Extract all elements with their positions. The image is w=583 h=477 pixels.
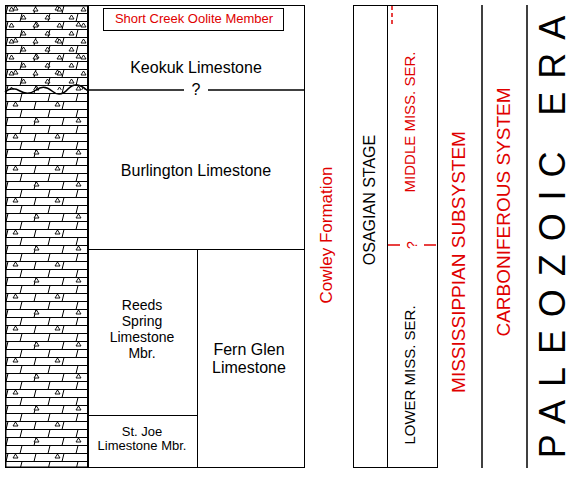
unit-name: LOWER MISS. SER.	[401, 305, 418, 444]
unit-name: St. Joe Limestone Mbr.	[90, 425, 194, 455]
era-label: PALEOZOIC ERA	[532, 3, 573, 471]
unit-name: Reeds Spring Limestone Mbr.	[105, 297, 179, 361]
column-divider	[481, 5, 483, 468]
member-cell: Reeds Spring Limestone Mbr.	[88, 250, 198, 416]
limestone-pattern	[5, 5, 88, 468]
unit-name: Burlington Limestone	[121, 162, 271, 180]
unit-name: MIDDLE MISS. SER.	[401, 52, 418, 193]
member-cell: St. Joe Limestone Mbr.	[88, 415, 198, 469]
formation-cell: Burlington Limestone	[88, 90, 305, 250]
unit-name: OSAGIAN STAGE	[361, 135, 379, 265]
chert-pattern	[5, 5, 88, 90]
unit-name: Keokuk Limestone	[130, 59, 262, 77]
column-divider	[526, 5, 528, 468]
formation-label: Cowley Formation	[317, 167, 337, 304]
lithology-column	[5, 5, 88, 468]
system-label: CARBONIFEROUS SYSTEM	[493, 87, 515, 336]
unit-name: Fern Glen Limestone	[206, 341, 292, 378]
series-band: MIDDLE MISS. SER.	[388, 5, 438, 245]
series-band: LOWER MISS. SER.	[388, 245, 438, 468]
formation-cell: Fern Glen Limestone	[196, 250, 305, 468]
member-box: Short Creek Oolite Member	[103, 8, 284, 31]
chert-pattern	[5, 5, 88, 468]
column-border	[6, 6, 88, 468]
boundary-dash	[391, 6, 393, 26]
unconformity-line	[5, 85, 88, 94]
formation-cell: Short Creek Oolite MemberKeokuk Limeston…	[88, 5, 305, 90]
unit-name: Short Creek Oolite Member	[115, 12, 273, 27]
stage-band: OSAGIAN STAGE	[353, 5, 388, 468]
uncertain-boundary: ?	[404, 241, 420, 249]
subsystem-label: MISSISSIPPIAN SUBSYSTEM	[448, 131, 470, 393]
uncertain-contact: ?	[189, 81, 204, 99]
